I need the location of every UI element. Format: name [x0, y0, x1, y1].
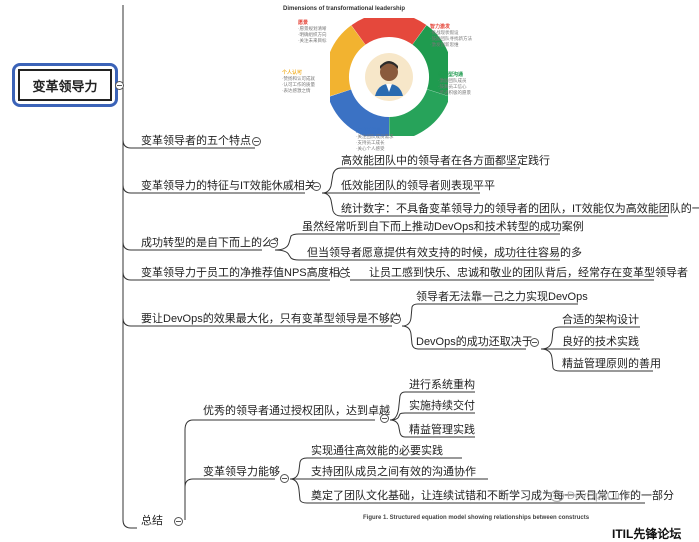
- node-leader-support[interactable]: 但当领导者愿意提供有效支持的时候，成功往往容易的多: [307, 246, 582, 260]
- node-nps-teams[interactable]: 让员工感到快乐、忠诚和敬业的团队背后，经常存在变革型领导者: [369, 266, 688, 280]
- node-it-performance[interactable]: 变革领导力的特征与IT效能休戚相关: [141, 179, 316, 193]
- collapse-toggle-devops-success[interactable]: [530, 338, 539, 347]
- watermark: DevOpsClub: [550, 490, 629, 502]
- node-bottom-up-cases[interactable]: 虽然经常听到自下而上推动DevOps和技术转型的成功案例: [302, 220, 584, 234]
- node-continuous-delivery[interactable]: 实施持续交付: [409, 399, 475, 413]
- node-bottom-up[interactable]: 成功转型的是自下而上的么？: [141, 236, 284, 250]
- node-low-perf-leaders[interactable]: 低效能团队的领导者则表现平平: [341, 179, 495, 193]
- node-tech-practices[interactable]: 良好的技术实践: [562, 335, 639, 349]
- root-collapse-toggle[interactable]: [115, 81, 124, 90]
- collapse-toggle-it-performance[interactable]: [312, 182, 321, 191]
- wechat-icon: [550, 490, 564, 502]
- node-five-traits[interactable]: 变革领导者的五个特点: [141, 134, 251, 148]
- node-leader-alone[interactable]: 领导者无法靠一己之力实现DevOps: [416, 290, 588, 304]
- node-devops-success[interactable]: DevOps的成功还取决于: [416, 335, 533, 349]
- annotation-vision: 愿景 ·愿景规划清晰 ·明确组织方向 ·关注未来目标: [298, 20, 327, 44]
- node-summary[interactable]: 总结: [141, 514, 163, 528]
- root-topic-label: 变革领导力: [18, 69, 112, 101]
- node-statistics[interactable]: 统计数字：不具备变革领导力的领导者的团队，IT效能仅为高效能团队的一半: [341, 202, 699, 216]
- node-necessary-practices[interactable]: 实现通往高效能的必要实践: [311, 444, 443, 458]
- collapse-toggle-maximize-devops[interactable]: [392, 315, 401, 324]
- annotation-intellectual: 智力激发 ·挑战现状假设 ·鼓励团队寻找新方法 ·激发创新思维: [430, 24, 472, 48]
- node-high-perf-leaders[interactable]: 高效能团队中的领导者在各方面都坚定践行: [341, 154, 550, 168]
- node-maximize-devops[interactable]: 要让DevOps的效果最大化，只有变革型领导是不够的: [141, 312, 401, 326]
- forum-label: ITIL先锋论坛: [612, 525, 681, 542]
- node-system-refactor[interactable]: 进行系统重构: [409, 378, 475, 392]
- annotation-supportive: 支持型领导 ·关注团队成员需求 ·支持员工成长 ·关心个人感受: [356, 128, 394, 152]
- collapse-toggle-empower-teams[interactable]: [380, 414, 389, 423]
- figure-title: Dimensions of transformational leadershi…: [283, 6, 405, 12]
- node-team-communication[interactable]: 支持团队成员之间有效的沟通协作: [311, 465, 476, 479]
- collapse-toggle-nps[interactable]: [339, 269, 348, 278]
- node-lean-practice[interactable]: 精益管理实践: [409, 423, 475, 437]
- collapse-toggle-five-traits[interactable]: [252, 137, 261, 146]
- collapse-toggle-leadership-enables[interactable]: [280, 474, 289, 483]
- node-nps[interactable]: 变革领导力于员工的净推荐值NPS高度相关: [141, 266, 351, 280]
- collapse-toggle-bottom-up[interactable]: [269, 239, 278, 248]
- figure-caption: Figure 1. Structured equation model show…: [363, 515, 589, 521]
- annotation-recognition: 个人认可 ·赞扬和认可成就 ·认可工作的质量 ·表达感激之情: [282, 70, 315, 94]
- node-architecture[interactable]: 合适的架构设计: [562, 313, 639, 327]
- collapse-toggle-summary[interactable]: [174, 517, 183, 526]
- node-leadership-enables[interactable]: 变革领导力能够: [203, 465, 280, 479]
- annotation-inspirational: 鼓舞型沟通 ·激励团队成员 ·鼓舞员工信心 ·传递积极的愿景: [438, 72, 471, 96]
- root-topic[interactable]: 变革领导力: [12, 63, 118, 107]
- node-empower-teams[interactable]: 优秀的领导者通过授权团队，达到卓越: [203, 404, 390, 418]
- node-lean-management[interactable]: 精益管理原则的善用: [562, 357, 661, 371]
